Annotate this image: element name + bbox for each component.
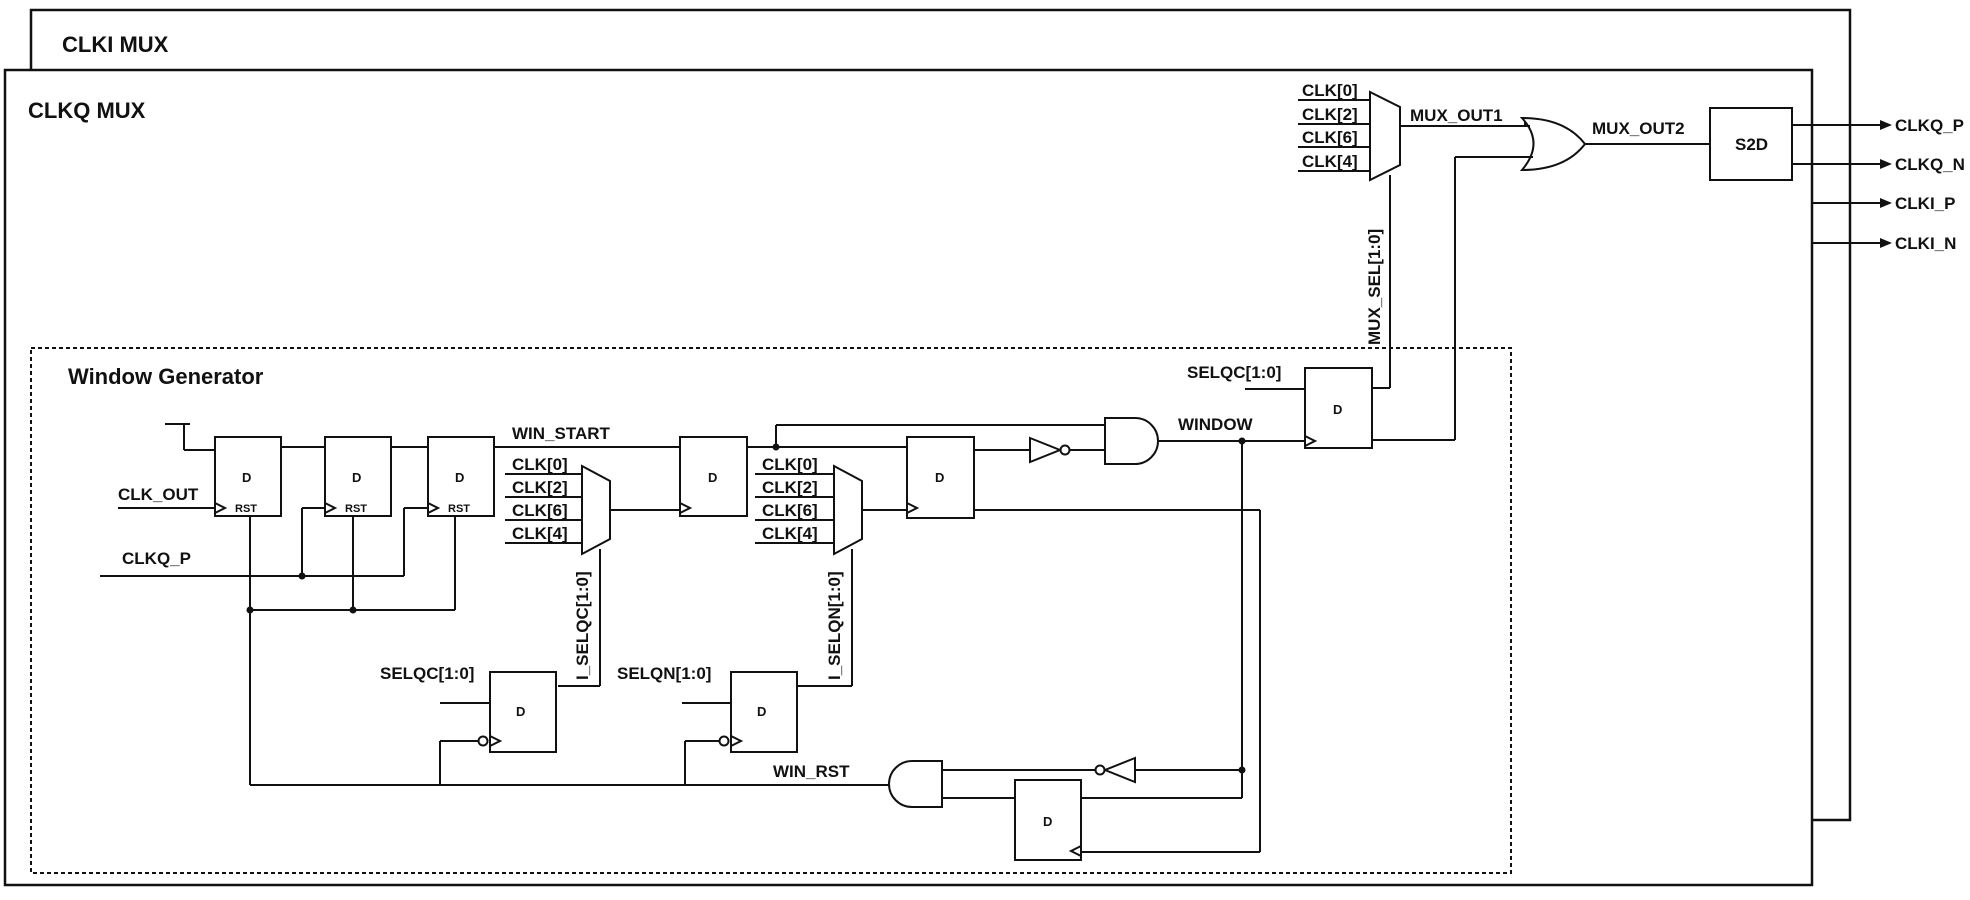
window-inverter [1029, 436, 1063, 464]
top-mux-in-3: CLK[4] [1302, 152, 1358, 171]
output-clkq-p: CLKQ_P [1895, 116, 1964, 135]
mux2-in-2: CLK[6] [762, 501, 818, 520]
win-rst-and-gate [888, 760, 943, 808]
mux1-in-3: CLK[4] [512, 524, 568, 543]
top-mux-in-1: CLK[2] [1302, 105, 1358, 124]
mux1 [581, 464, 611, 556]
mux2-in-0: CLK[0] [762, 455, 818, 474]
output-clki-p: CLKI_P [1895, 194, 1955, 213]
ff-chain-1-rst: RST [235, 503, 257, 515]
mux1-in-1: CLK[2] [512, 478, 568, 497]
selqn-ff [730, 671, 798, 753]
clki-mux-title: CLKI MUX [62, 32, 169, 57]
ff-chain-3-d: D [455, 470, 464, 485]
mux-sel-label: MUX_SEL[1:0] [1365, 229, 1384, 345]
selqc-sync-ff [1304, 367, 1373, 449]
window-generator-frame [30, 347, 1512, 874]
top-mux-in-2: CLK[6] [1302, 128, 1358, 147]
selqc-ff [489, 671, 557, 753]
window-generator-title: Window Generator [68, 364, 264, 389]
mux1-in-0: CLK[0] [512, 455, 568, 474]
top-mux [1369, 90, 1401, 182]
ff-window-d: D [935, 470, 944, 485]
ff-chain-2 [324, 436, 392, 517]
ff-win-start [679, 436, 748, 517]
ff-chain-1 [214, 436, 282, 517]
mux1-inputs: CLK[0] CLK[2] CLK[6] CLK[4] [505, 455, 582, 544]
i-selqn-label: I_SELQN[1:0] [825, 571, 844, 680]
ff-win-start-d: D [708, 470, 717, 485]
selqc-top-label: SELQC[1:0] [1187, 363, 1281, 382]
output-clkq-n: CLKQ_N [1895, 155, 1965, 174]
clk-out-label: CLK_OUT [118, 485, 199, 504]
ff-bottom [1014, 779, 1082, 861]
mux2-in-1: CLK[2] [762, 478, 818, 497]
selqc-sync-ff-label: D [1333, 402, 1342, 417]
selqn-label: SELQN[1:0] [617, 664, 711, 683]
win-start-label: WIN_START [512, 424, 611, 443]
mux-out2-label: MUX_OUT2 [1592, 119, 1685, 138]
mux2 [833, 464, 863, 556]
ff-chain-3-rst: RST [448, 503, 470, 515]
i-selqc-label: I_SELQC[1:0] [573, 571, 592, 680]
top-mux-in-0: CLK[0] [1302, 81, 1358, 100]
selqc-ff-d: D [516, 704, 525, 719]
clkq-mux-frame [3, 68, 1814, 887]
mux2-inputs: CLK[0] CLK[2] CLK[6] CLK[4] [755, 455, 834, 544]
selqn-ff-d: D [757, 704, 766, 719]
or-gate [1519, 116, 1587, 172]
window-and-gate [1104, 417, 1159, 465]
ff-chain-2-d: D [352, 470, 361, 485]
mux2-in-3: CLK[4] [762, 524, 818, 543]
window-label: WINDOW [1178, 415, 1254, 434]
clkq-mux-title: CLKQ MUX [28, 98, 146, 123]
output-arrows [1792, 120, 1892, 248]
clkq-p-input-label: CLKQ_P [122, 549, 191, 568]
ff-chain-3 [427, 436, 495, 517]
ff-chain-2-rst: RST [345, 503, 367, 515]
mux-out1-label: MUX_OUT1 [1410, 106, 1503, 125]
s2d-label: S2D [1735, 135, 1768, 154]
ff-window [906, 436, 975, 519]
s2d-block [1709, 107, 1793, 181]
top-mux-inputs: CLK[0] CLK[2] CLK[6] CLK[4] [1298, 81, 1370, 172]
selqc-bottom-label: SELQC[1:0] [380, 664, 474, 683]
ff-bottom-d: D [1043, 814, 1052, 829]
mux1-in-2: CLK[6] [512, 501, 568, 520]
output-clki-n: CLKI_N [1895, 234, 1956, 253]
ff-chain-1-d: D [242, 470, 251, 485]
win-rst-label: WIN_RST [773, 762, 850, 781]
